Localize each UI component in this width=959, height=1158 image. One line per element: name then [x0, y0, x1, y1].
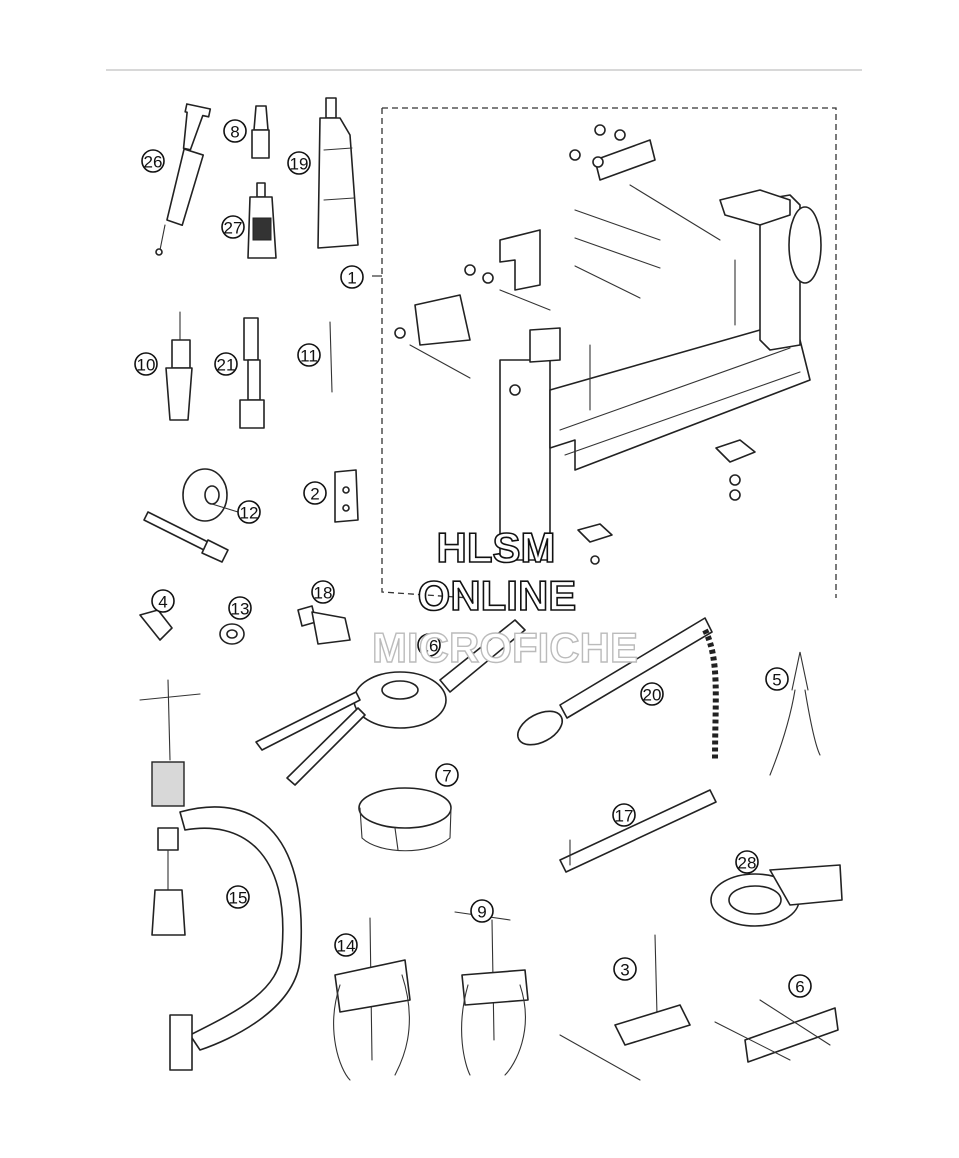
callout-15: 15	[226, 885, 250, 909]
watermark-line-3: MICROFICHE	[372, 624, 638, 671]
callout-10: 10	[134, 352, 158, 376]
callout-6: 6	[788, 974, 812, 998]
callout-26: 26	[141, 149, 165, 173]
part-21-drift	[239, 317, 265, 429]
part-16-clamp	[255, 619, 526, 786]
svg-text:21: 21	[217, 356, 236, 375]
part-26-grease-gun	[155, 103, 212, 256]
part-18-socket	[297, 605, 351, 645]
part-14-puller	[333, 917, 411, 1081]
svg-text:2: 2	[310, 485, 319, 504]
part-6-clamp-tool	[714, 999, 839, 1063]
callout-11: 11	[297, 343, 321, 367]
callout-9: 9	[470, 899, 494, 923]
callout-19: 19	[287, 151, 311, 175]
callout-13: 13	[228, 596, 252, 620]
callout-7: 7	[435, 763, 459, 787]
callout-27: 27	[221, 215, 245, 239]
part-8-small-bottle	[251, 105, 270, 159]
svg-text:8: 8	[230, 123, 239, 142]
svg-text:13: 13	[231, 600, 250, 619]
part-17-pin-wrench	[559, 789, 717, 873]
callout-21: 21	[214, 352, 238, 376]
part-5-pliers	[769, 651, 821, 776]
svg-text:7: 7	[442, 767, 451, 786]
svg-text:5: 5	[772, 671, 781, 690]
svg-text:10: 10	[137, 356, 156, 375]
callout-28: 28	[735, 850, 759, 874]
callout-18: 18	[311, 580, 335, 604]
svg-text:27: 27	[224, 219, 243, 238]
watermark: HLSM ONLINE MICROFICHE	[371, 523, 638, 672]
part-13-nut	[219, 623, 245, 645]
part-1-engine-stand	[372, 107, 837, 599]
part-7-ring-compressor	[358, 787, 452, 852]
part-19-sealant-tube	[317, 97, 359, 249]
watermark-line-2: ONLINE	[418, 572, 577, 619]
svg-text:17: 17	[615, 807, 634, 826]
part-3-chain-tool	[559, 934, 691, 1081]
svg-text:4: 4	[158, 593, 167, 612]
callout-14: 14	[334, 933, 358, 957]
svg-text:28: 28	[738, 854, 757, 873]
svg-text:26: 26	[144, 153, 163, 172]
svg-text:1: 1	[347, 269, 356, 288]
part-11-pin	[329, 321, 333, 393]
part-15-spring-compressor	[139, 679, 302, 1071]
svg-text:20: 20	[643, 686, 662, 705]
part-28-holder	[710, 864, 843, 927]
watermark-line-1: HLSM	[437, 524, 556, 571]
callout-16: 16	[417, 633, 441, 657]
part-9-puller	[454, 911, 529, 1076]
callout-5: 5	[765, 667, 789, 691]
callout-20: 20	[640, 682, 664, 706]
callout-8: 8	[223, 119, 247, 143]
callout-4: 4	[151, 589, 175, 613]
callout-2: 2	[303, 481, 327, 505]
svg-text:11: 11	[300, 347, 318, 366]
svg-text:6: 6	[795, 978, 804, 997]
svg-text:16: 16	[420, 637, 439, 656]
part-27-bottle	[247, 182, 277, 259]
svg-text:12: 12	[240, 504, 259, 523]
part-2-bracket	[334, 469, 359, 523]
part-4-sleeve	[139, 609, 173, 641]
part-20-chain-wrench	[517, 617, 719, 761]
svg-text:18: 18	[314, 584, 333, 603]
callout-12: 12	[237, 500, 261, 524]
part-10-extractor	[165, 311, 193, 421]
callout-1: 1	[340, 265, 364, 289]
callout-3: 3	[613, 957, 637, 981]
callout-17: 17	[612, 803, 636, 827]
svg-text:15: 15	[229, 889, 248, 908]
svg-text:3: 3	[620, 961, 629, 980]
svg-text:14: 14	[337, 937, 356, 956]
part-12-bolt-washer	[143, 468, 239, 563]
svg-text:9: 9	[477, 903, 486, 922]
svg-text:19: 19	[290, 155, 309, 174]
